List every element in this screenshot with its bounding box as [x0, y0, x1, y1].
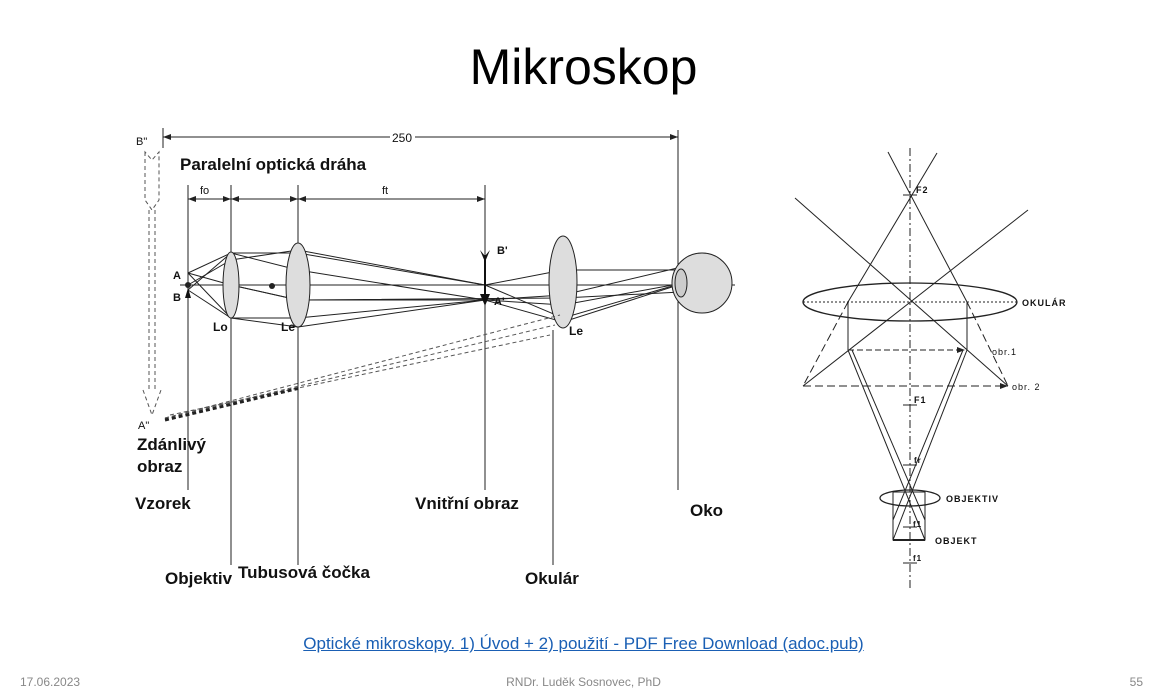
point-b1: B' [497, 245, 508, 257]
sample-label: Vzorek [135, 494, 191, 513]
fr-label: fr [914, 456, 922, 465]
f1-small-label: f1 [913, 520, 922, 529]
diagram-heading: Paralelní optická dráha [180, 155, 367, 174]
okular-label: OKULÁR [1022, 298, 1067, 308]
eye-icon [671, 252, 733, 314]
f2-label: F2 [916, 185, 929, 195]
slide-date: 17.06.2023 [20, 675, 81, 689]
obr2-label: obr. 2 [1012, 382, 1041, 392]
objective-label: Objektiv [165, 569, 233, 588]
objective-lens [222, 251, 240, 319]
eye-label: Oko [690, 501, 723, 520]
objektiv-label: OBJEKTIV [946, 494, 999, 504]
f1-small-label-2: f1 [913, 554, 922, 563]
point-a: A [173, 270, 181, 282]
point-b2: B" [136, 136, 147, 148]
eyepiece-label: Okulár [525, 569, 579, 588]
slide-author: RNDr. Luděk Sosnovec, PhD [506, 675, 661, 689]
slide-title: Mikroskop [469, 39, 698, 95]
lens-label-lo: Lo [213, 320, 228, 334]
right-microscope-diagram [794, 148, 1029, 590]
f1-label: F1 [914, 395, 927, 405]
fo-label: fo [200, 185, 209, 197]
intermediate-image-label: Vnitřní obraz [415, 494, 519, 513]
source-link[interactable]: Optické mikroskopy. 1) Úvod + 2) použití… [303, 634, 864, 653]
point-a2: A" [138, 420, 149, 432]
slide-number: 55 [1129, 675, 1143, 689]
point-a1: A' [494, 296, 505, 308]
virtual-image-label: Zdánlivý [137, 435, 207, 454]
objekt-label: OBJEKT [935, 536, 978, 546]
eyepiece-lens [548, 235, 578, 329]
ft-label: ft [382, 185, 388, 197]
virtual-image-arrow [142, 150, 561, 419]
lens-label-le: Le [281, 320, 295, 334]
tube-lens-label: Tubusová čočka [238, 563, 370, 582]
obr1-label: obr.1 [992, 347, 1017, 357]
lens-label-le-eyepiece: Le [569, 324, 583, 338]
virtual-image-label-2: obraz [137, 457, 182, 476]
tube-lens [285, 242, 311, 328]
objective-lens-right [879, 489, 941, 507]
point-b: B [173, 292, 181, 304]
distance-label: 250 [392, 131, 412, 145]
